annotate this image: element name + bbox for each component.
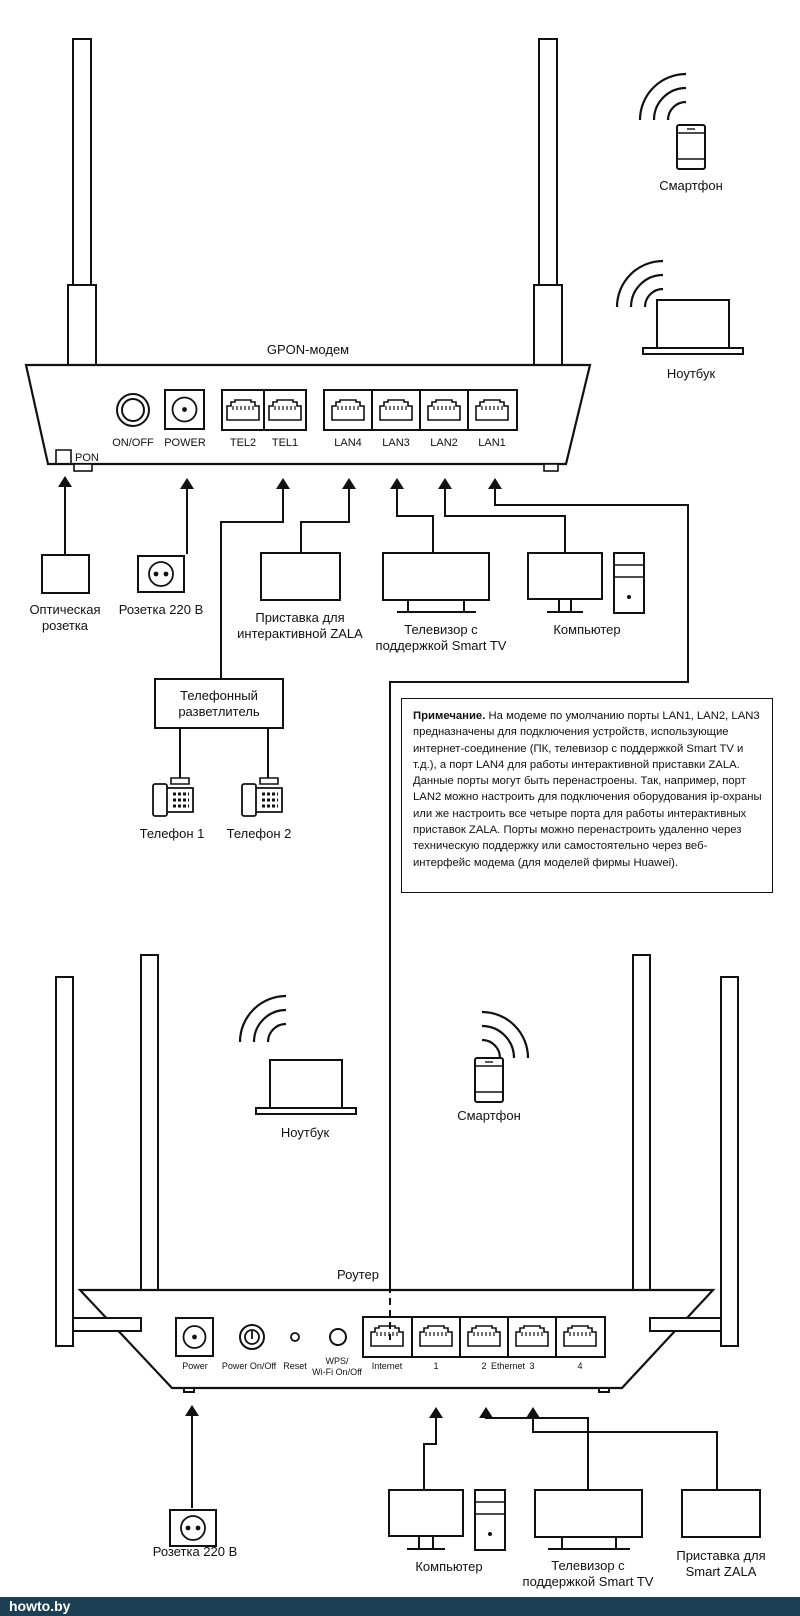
optical-socket-label-2: розетка: [42, 618, 89, 633]
computer-monitor-icon: [527, 552, 603, 613]
computer-tower-icon: [613, 552, 645, 614]
iptv-box-label-2: интерактивной ZALA: [237, 626, 363, 641]
pon-port-label: PON: [75, 452, 99, 464]
computer-label-top: Компьютер: [553, 622, 620, 637]
zala-box-label-1: Приставка для: [676, 1548, 765, 1563]
port-label-onoff: ON/OFF: [112, 437, 154, 449]
smartphone-icon: [474, 1057, 504, 1103]
router-label-port-4: 4: [577, 1361, 582, 1371]
lan2-port: [427, 399, 461, 421]
smartphone-label-bottom: Смартфон: [457, 1108, 521, 1123]
splitter-label-1: Телефонный: [180, 688, 258, 703]
phone-2-label: Телефон 2: [227, 826, 292, 841]
tv-icon: [382, 552, 490, 613]
laptop-icon: [642, 299, 744, 355]
router-computer-tower-icon: [474, 1489, 506, 1551]
router-arrows: [185, 1405, 540, 1418]
router-tv-label-2: поддержкой Smart TV: [523, 1574, 654, 1589]
router-power-jack: [175, 1317, 214, 1357]
iptv-box-label-1: Приставка для: [255, 610, 344, 625]
ethernet-port-4: [563, 1325, 597, 1347]
wifi-waves-icon: [480, 1010, 530, 1060]
modem-title: GPON-модем: [267, 342, 349, 357]
tel1-port: [268, 399, 302, 421]
router-label-ethernet: Ethernet: [491, 1361, 526, 1371]
router-label-wps-2: Wi-Fi On/Off: [312, 1367, 362, 1377]
lan4-port: [331, 399, 365, 421]
smartphone-label-top: Смартфон: [659, 178, 723, 193]
phone-2-icon: [240, 776, 284, 818]
port-label-lan1: LAN1: [478, 437, 506, 449]
smartphone-icon: [676, 124, 706, 170]
port-label-tel1: TEL1: [272, 437, 298, 449]
laptop-icon: [255, 1059, 357, 1115]
tv-label-1: Телевизор с: [404, 622, 478, 637]
laptop-label-top: Ноутбук: [667, 366, 716, 381]
power-onoff-button: [239, 1324, 265, 1350]
lan1-port: [475, 399, 509, 421]
iptv-box-icon: [260, 552, 341, 601]
router-computer-label: Компьютер: [415, 1559, 482, 1574]
power-socket-label: Розетка 220 В: [119, 602, 204, 617]
router-label-reset: Reset: [283, 1361, 307, 1371]
router-label-internet: Internet: [372, 1361, 403, 1371]
ethernet-port-3: [515, 1325, 549, 1347]
router-power-socket-label: Розетка 220 В: [153, 1544, 238, 1559]
note-label: Примечание.: [413, 710, 486, 722]
router-label-power-onoff: Power On/Off: [222, 1361, 277, 1371]
router-label-port-2: 2: [481, 1361, 486, 1371]
footer-brand: howto.by: [9, 1598, 71, 1614]
smart-zala-box-icon: [681, 1489, 761, 1538]
zala-box-label-2: Smart ZALA: [686, 1564, 757, 1579]
phone-splitter-box: [154, 678, 284, 729]
port-label-tel2: TEL2: [230, 437, 256, 449]
tel2-port: [226, 399, 260, 421]
modem-arrows: [58, 476, 502, 489]
router-title: Роутер: [337, 1267, 379, 1282]
lan3-port: [379, 399, 413, 421]
note-box: Примечание. На модеме по умолчанию порты…: [401, 698, 773, 893]
optical-socket-icon: [41, 554, 90, 594]
wifi-waves-icon: [238, 994, 288, 1044]
wifi-waves-icon: [638, 72, 688, 122]
router-label-port-3: 3: [529, 1361, 534, 1371]
router-tv-label-1: Телевизор с: [551, 1558, 625, 1573]
onoff-button: [116, 393, 150, 427]
optical-socket-label-1: Оптическая: [29, 602, 100, 617]
phone-1-icon: [151, 776, 195, 818]
port-label-power: POWER: [164, 437, 206, 449]
splitter-label-2: разветлитель: [178, 704, 260, 719]
router-tv-icon: [534, 1489, 643, 1550]
modem-power-jack: [164, 389, 205, 430]
reset-button: [290, 1332, 300, 1342]
router-antennas: [55, 954, 739, 1347]
modem-antennas: [67, 38, 563, 366]
port-label-lan2: LAN2: [430, 437, 458, 449]
tv-label-2: поддержкой Smart TV: [376, 638, 507, 653]
internet-port: [370, 1325, 404, 1347]
router-label-power: Power: [182, 1361, 208, 1371]
port-label-lan4: LAN4: [334, 437, 362, 449]
router-computer-monitor-icon: [388, 1489, 464, 1550]
router-label-port-1: 1: [433, 1361, 438, 1371]
router-label-wps-1: WPS/: [325, 1356, 349, 1366]
footer-bar: howto.by: [0, 1597, 800, 1616]
note-text: На модеме по умолчанию порты LAN1, LAN2,…: [413, 710, 762, 869]
power-socket-icon: [137, 555, 185, 593]
router-power-socket-icon: [169, 1509, 217, 1547]
wps-button: [329, 1328, 347, 1346]
ethernet-port-1: [419, 1325, 453, 1347]
ethernet-port-2: [467, 1325, 501, 1347]
modem-cables: [64, 481, 689, 1316]
phone-1-label: Телефон 1: [140, 826, 205, 841]
laptop-label-bottom: Ноутбук: [281, 1125, 330, 1140]
port-label-lan3: LAN3: [382, 437, 410, 449]
